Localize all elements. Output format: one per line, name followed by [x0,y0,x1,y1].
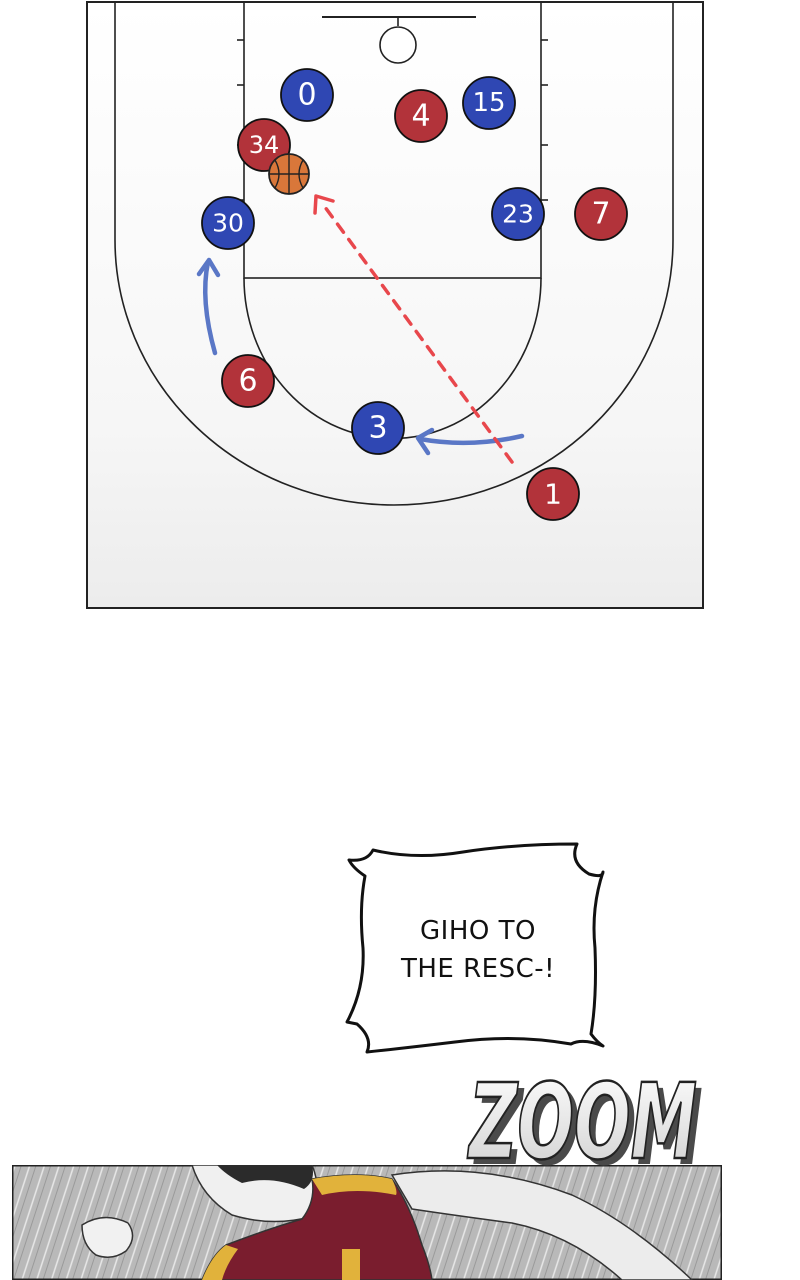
speech-bubble-text: GIHO TO THE RESC-! [352,912,604,988]
sound-effect-shadow: ZOOM [473,1067,703,1180]
action-panel [12,1165,722,1280]
player-marker [221,354,275,408]
player-number: 3 [368,411,387,446]
player-marker [280,68,334,122]
player-23: 23 [491,187,545,241]
player-30: 30 [201,196,255,250]
player-number: 30 [212,209,244,238]
player-number: 23 [502,200,534,229]
player-number: 15 [472,88,505,118]
pass-arrow [320,201,514,464]
player-15: 15 [462,76,516,130]
player-marker [491,187,545,241]
court-diagram: 0 4 15 34 30 23 7 6 3 1 [86,1,704,609]
speech-line-1: GIHO TO [420,916,536,946]
hoop [379,26,417,64]
player-marker [394,89,448,143]
player-0: 0 [280,68,334,122]
basketball-icon [268,153,310,195]
sound-effect: ZOOM ZOOM [466,1060,703,1180]
move-arrow-3 [417,433,525,446]
player-number: 6 [238,364,257,399]
jersey-trim-side [202,1245,238,1280]
speech-line-2: THE RESC-! [400,954,556,984]
player-6: 6 [221,354,275,408]
sound-effect-text: ZOOM [467,1061,697,1180]
player-1: 1 [526,467,580,521]
three-point-arc [114,239,674,506]
jersey-number-fragment [342,1249,360,1280]
jersey-trim [312,1175,397,1195]
player-marker [574,187,628,241]
move-arrow-3-head [415,427,435,456]
player-marker [462,76,516,130]
speech-bubble [345,842,605,1054]
player-marker [351,401,405,455]
player-number: 7 [591,197,610,232]
move-arrow-30 [203,259,218,356]
player-7: 7 [574,187,628,241]
player-marker [201,196,255,250]
move-arrow-30-head [196,257,221,278]
pass-arrow-head [313,194,335,215]
player-number: 0 [297,78,316,113]
player-number: 1 [544,478,562,511]
player-number: 34 [249,131,280,159]
player-hair [217,1165,313,1189]
player-left-hand [81,1216,134,1258]
player-number: 4 [411,99,430,134]
player-marker [526,467,580,521]
player-3: 3 [351,401,405,455]
player-4: 4 [394,89,448,143]
